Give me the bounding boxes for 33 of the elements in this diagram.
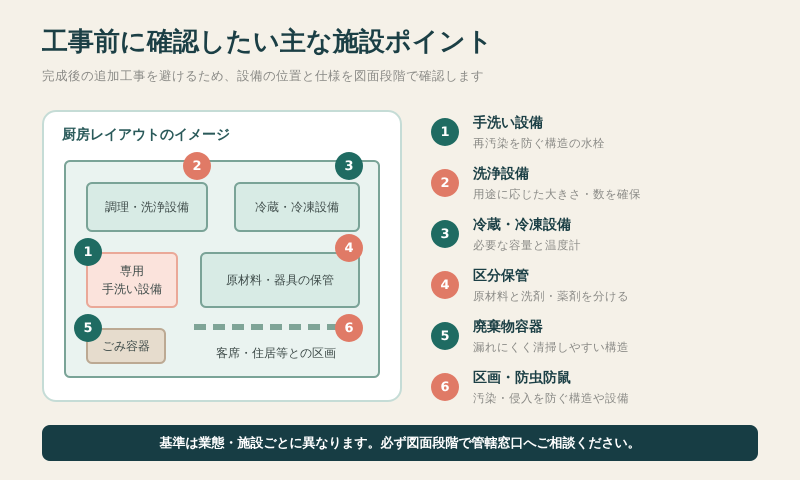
- number-badge: 5: [74, 314, 102, 342]
- title: 工事前に確認したい主な施設ポイント: [42, 26, 493, 59]
- equipment-box: 冷蔵・冷凍設備: [234, 182, 360, 232]
- number-badge: 4: [335, 234, 363, 262]
- item-title: 廃棄物容器: [473, 318, 544, 336]
- equipment-box: 原材料・器具の保管: [200, 252, 360, 308]
- item-description: 汚染・侵入を防ぐ構造や設備: [473, 391, 629, 406]
- number-badge: 2: [431, 169, 459, 197]
- item-description: 原材料と洗剤・薬剤を分ける: [473, 289, 629, 304]
- item-description: 漏れにくく清掃しやすい構造: [473, 340, 629, 355]
- number-badge: 3: [431, 220, 459, 248]
- number-badge: 3: [335, 152, 363, 180]
- zone-label: 客席・住居等との区画: [216, 345, 336, 362]
- item-description: 再汚染を防ぐ構造の水栓: [473, 136, 605, 151]
- number-badge: 5: [431, 322, 459, 350]
- item-title: 区画・防虫防鼠: [473, 369, 572, 387]
- number-badge: 6: [335, 314, 363, 342]
- item-title: 区分保管: [473, 267, 530, 285]
- number-badge: 4: [431, 271, 459, 299]
- item-title: 洗浄設備: [473, 165, 530, 183]
- number-badge: 1: [431, 118, 459, 146]
- item-title: 冷蔵・冷凍設備: [473, 216, 572, 234]
- equipment-box: 調理・洗浄設備: [86, 182, 208, 232]
- card-heading: 厨房レイアウトのイメージ: [62, 126, 230, 144]
- layout-card: [42, 110, 402, 402]
- notice-banner: 基準は業態・施設ごとに異なります。必ず図面段階で管轄窓口へご相談ください。: [42, 425, 758, 461]
- number-badge: 1: [74, 238, 102, 266]
- item-title: 手洗い設備: [473, 114, 544, 132]
- number-badge: 2: [183, 152, 211, 180]
- subtitle: 完成後の追加工事を避けるため、設備の位置と仕様を図面段階で確認します: [42, 68, 484, 85]
- number-badge: 6: [431, 373, 459, 401]
- item-description: 必要な容量と温度計: [473, 238, 581, 253]
- item-description: 用途に応じた大きさ・数を確保: [473, 187, 641, 202]
